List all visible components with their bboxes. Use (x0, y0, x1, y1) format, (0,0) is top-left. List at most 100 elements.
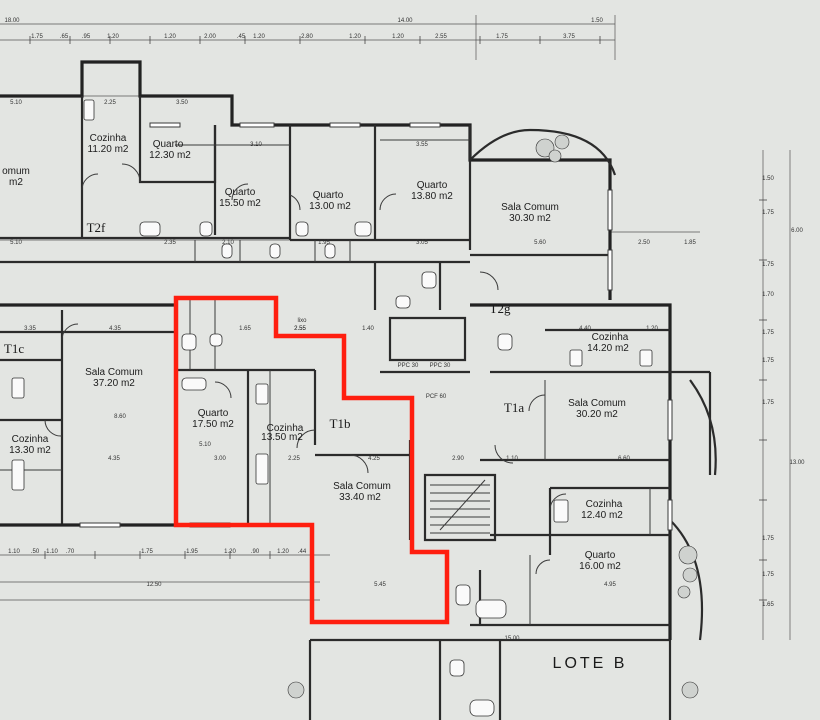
highlighted-apartment-outline (173, 295, 450, 625)
room-area: 33.40 m2 (339, 492, 381, 503)
dimension-label: .50 (31, 549, 40, 555)
room-area: 30.20 m2 (576, 409, 618, 420)
dimension-label: 1.70 (762, 292, 774, 298)
unit-label-t2f: T2f (87, 220, 106, 235)
dimension-label: 1.10 (506, 456, 518, 462)
dimension-label: 1.50 (591, 18, 603, 24)
interior-dimension-labels: 5.10 2.25 3.50 3.10 3.55 5.10 5.60 2.50 … (10, 100, 696, 588)
right-dimension-labels: 1.50 1.75 6.00 1.75 1.70 1.75 1.75 1.75 … (762, 176, 805, 608)
dimension-label: 4.40 (579, 326, 591, 332)
dimension-label: 1.65 (762, 602, 774, 608)
room-name: Sala Comum (333, 481, 391, 492)
dimension-label: 1.10 (46, 549, 58, 555)
dimension-label: 1.20 (253, 34, 265, 40)
room-area: m2 (9, 177, 23, 188)
dimension-label: 2.25 (104, 100, 116, 106)
room-name: Sala Comum (85, 367, 143, 378)
room-name: Sala Comum (501, 202, 559, 213)
dimension-label: 4.95 (604, 582, 616, 588)
room-area: 17.50 m2 (192, 419, 234, 430)
unit-label-t1c: T1c (4, 341, 24, 356)
room-name: Cozinha (12, 434, 49, 445)
dimension-label: 1.20 (392, 34, 404, 40)
dimension-label: .90 (251, 549, 260, 555)
room-area: 13.80 m2 (411, 191, 453, 202)
dimension-label: .70 (66, 549, 75, 555)
dimension-label: 15.00 (504, 636, 520, 642)
dimension-label: 2.00 (204, 34, 216, 40)
room-area: 15.50 m2 (219, 198, 261, 209)
room-name: Quarto (153, 139, 184, 150)
dimension-label: 1.20 (349, 34, 361, 40)
dimension-label: 1.75 (762, 210, 774, 216)
dimension-label: 1.95 (186, 549, 198, 555)
annotations: lixo PPC 30 PPC 30 PCF 60 (297, 318, 451, 400)
dimension-label: 1.65 (239, 326, 251, 332)
room-name: Cozinha (267, 423, 304, 434)
top-dimension-labels: 18.00 14.00 1.50 1.75 .65 .95 1.20 1.20 … (4, 18, 603, 40)
dimension-label: 4.25 (368, 456, 380, 462)
dimension-label: 1.75 (141, 549, 153, 555)
dimension-label: 1.95 (318, 240, 330, 246)
dimension-label: 5.10 (10, 240, 22, 246)
room-name: omum (2, 166, 30, 177)
dimension-label: 3.00 (214, 456, 226, 462)
room-name: Cozinha (90, 133, 127, 144)
dimension-label: 18.00 (4, 18, 20, 24)
dimension-label: 2.80 (301, 34, 313, 40)
unit-label-t2g: T2g (490, 301, 511, 316)
room-labels: Cozinha 11.20 m2 Quarto 12.30 m2 Quarto … (2, 133, 629, 572)
room-area: 13.50 m2 (261, 432, 303, 443)
room-area: 13.00 m2 (309, 201, 351, 212)
dimension-label: 1.20 (107, 34, 119, 40)
dimension-label: 1.20 (277, 549, 289, 555)
dimension-label: 2.90 (452, 456, 464, 462)
dimension-label: 8.60 (114, 414, 126, 420)
dimension-label: 6.00 (791, 228, 803, 234)
dimension-label: 5.10 (10, 100, 22, 106)
dimension-label: 5.45 (374, 582, 386, 588)
dimension-label: 5.60 (534, 240, 546, 246)
dimension-label: 1.10 (8, 549, 20, 555)
planters (287, 134, 699, 699)
refuse-room-label: lixo (297, 318, 307, 324)
dimension-label: .95 (82, 34, 91, 40)
room-area: 12.30 m2 (149, 150, 191, 161)
room-area: 30.30 m2 (509, 213, 551, 224)
dimension-label: 2.55 (294, 326, 306, 332)
dimension-label: 1.75 (762, 358, 774, 364)
dimension-label: 3.75 (563, 34, 575, 40)
dimension-label: 2.55 (294, 326, 306, 332)
room-name: Cozinha (586, 499, 623, 510)
room-area: 12.40 m2 (581, 510, 623, 521)
dimension-label: 3.35 (24, 326, 36, 332)
unit-labels: T2f T1c T1b T2g T1a (4, 220, 524, 431)
room-name: Quarto (585, 550, 616, 561)
unit-label-t1a: T1a (504, 400, 524, 415)
dimension-label: 3.10 (250, 142, 262, 148)
room-name: Quarto (417, 180, 448, 191)
sanitary-fixtures (11, 99, 653, 717)
dimension-label: 12.50 (146, 582, 162, 588)
room-name: Quarto (198, 408, 229, 419)
dimension-label: 6.60 (618, 456, 630, 462)
dimension-label: 4.35 (109, 326, 121, 332)
dimension-label: 2.35 (164, 240, 176, 246)
dimension-label: 1.20 (646, 326, 658, 332)
fire-door-label: PPC 30 (398, 363, 419, 369)
fire-door-label: PPC 30 (430, 363, 451, 369)
dimension-label: 4.35 (108, 456, 120, 462)
fire-door-label: PCF 60 (426, 394, 447, 400)
room-name: Sala Comum (568, 398, 626, 409)
dimension-label: 1.75 (31, 34, 43, 40)
dimension-label: 1.20 (164, 34, 176, 40)
room-name: Quarto (313, 190, 344, 201)
dimension-label: 1.75 (762, 262, 774, 268)
dimension-label: 1.20 (224, 549, 236, 555)
dimension-label: 14.00 (397, 18, 413, 24)
dimension-label: 1.75 (762, 536, 774, 542)
walls (0, 60, 717, 720)
dimension-label: .44 (298, 549, 307, 555)
dimension-label: 1.75 (762, 330, 774, 336)
